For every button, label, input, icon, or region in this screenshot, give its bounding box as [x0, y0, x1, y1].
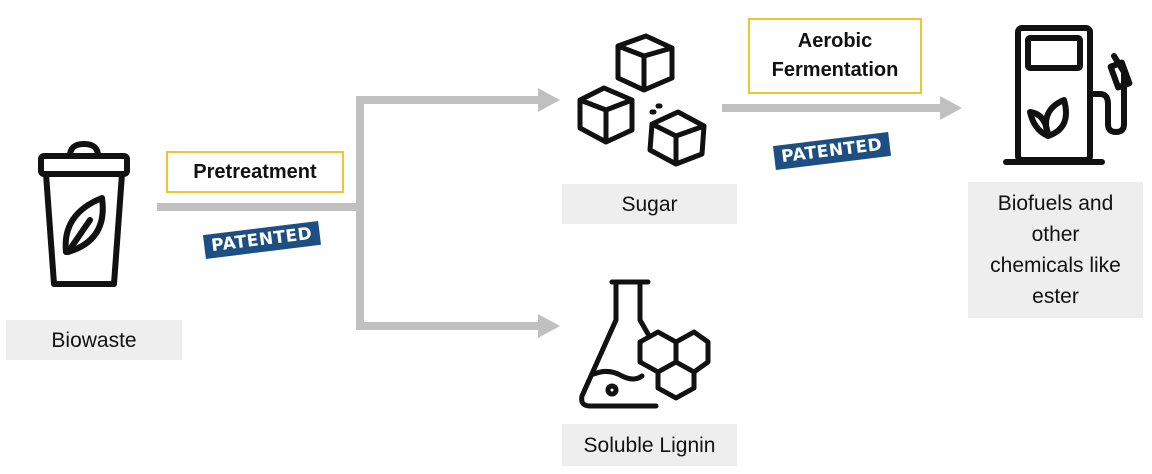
- trash-bin-leaf-icon: [38, 141, 130, 287]
- fuel-pump-leaf-icon: [1003, 25, 1133, 165]
- arrowhead-biofuels: [940, 96, 962, 120]
- pretreatment-text: Pretreatment: [193, 160, 317, 183]
- aerobic-text-line-2: Fermentation: [771, 59, 899, 81]
- biowaste-text: Biowaste: [51, 328, 137, 352]
- biofuels-text-line-3: chemicals like: [990, 254, 1121, 277]
- flask-molecule-icon: [579, 279, 711, 409]
- lignin-text: Soluble Lignin: [583, 433, 716, 457]
- sugar-label: Sugar: [562, 184, 737, 224]
- biofuels-text-line-4: ester: [1032, 285, 1079, 308]
- arrowhead-sugar: [538, 88, 560, 112]
- lignin-label: Soluble Lignin: [562, 424, 737, 466]
- sugar-text: Sugar: [621, 192, 678, 216]
- sugar-cubes-icon: [577, 33, 707, 167]
- arrowhead-lignin: [538, 314, 560, 338]
- biofuels-text-line-1: Biofuels and: [997, 192, 1114, 215]
- biofuels-text-line-2: other: [1031, 223, 1080, 246]
- biowaste-label: Biowaste: [6, 320, 182, 360]
- biofuels-label: Biofuels and other chemicals like ester: [968, 182, 1143, 318]
- aerobic-text-line-1: Aerobic: [797, 30, 873, 52]
- pretreatment-step: Pretreatment: [166, 151, 344, 193]
- aerobic-fermentation-step: Aerobic Fermentation: [748, 18, 922, 94]
